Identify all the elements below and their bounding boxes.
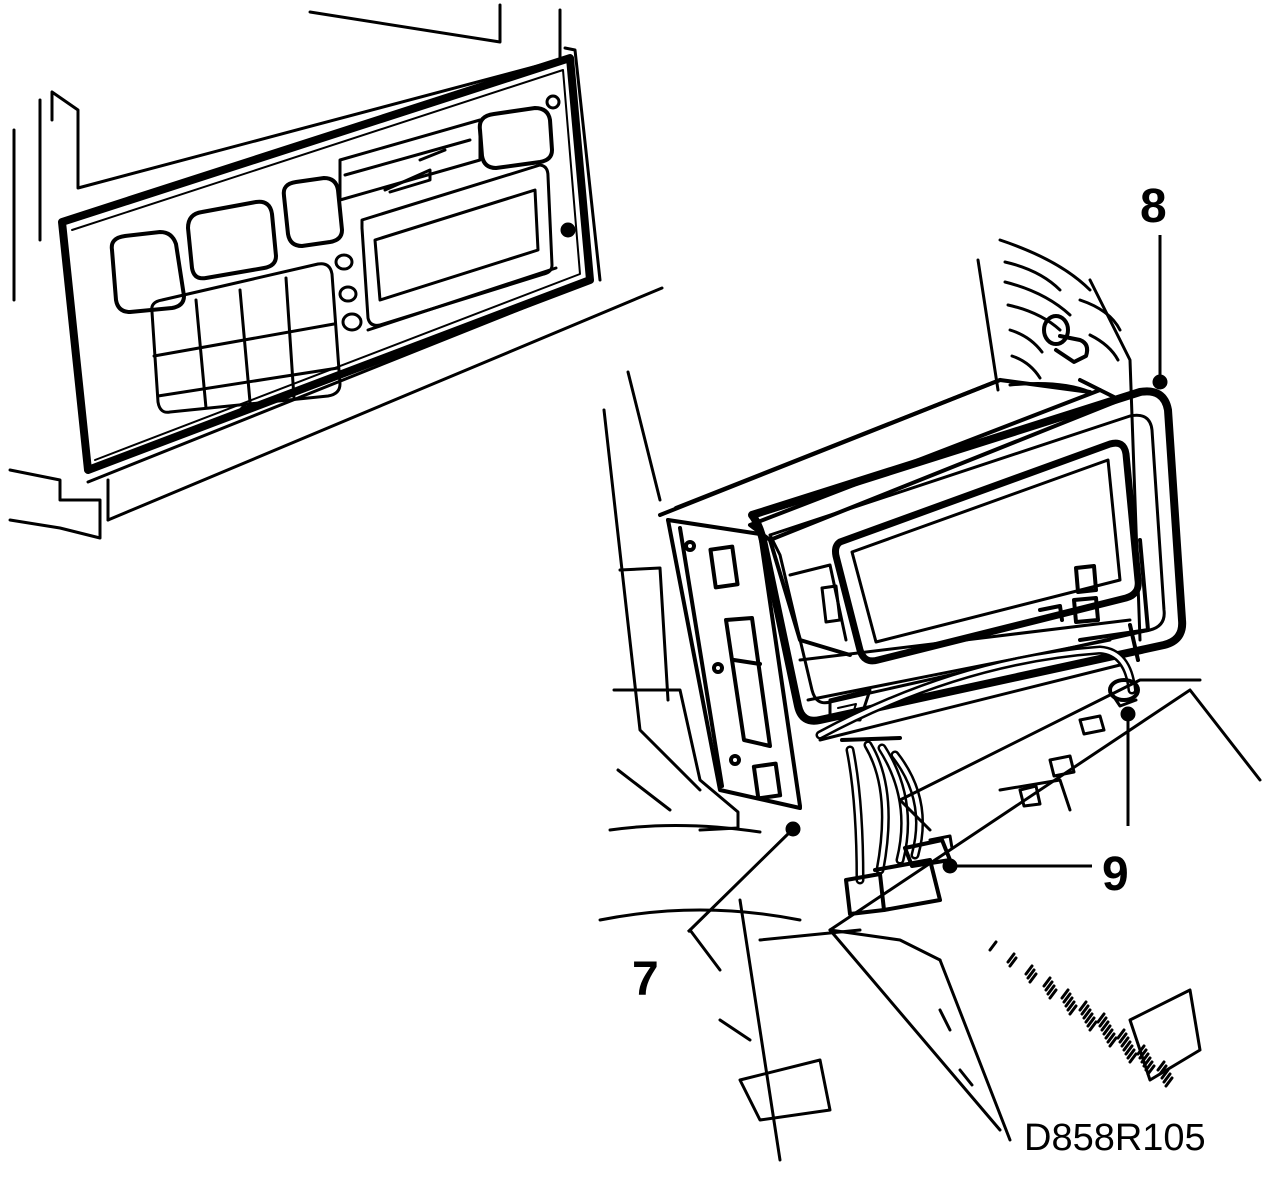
vent-slot — [1108, 1036, 1118, 1048]
vent-slot — [1028, 972, 1038, 984]
vent-slot — [1100, 1020, 1110, 1032]
antenna-lead — [815, 645, 1140, 740]
drawing-reference-code: D858R105 — [1024, 1117, 1206, 1159]
removal-view — [598, 238, 1262, 1162]
vent-slot — [1164, 1076, 1174, 1088]
vent-slot — [1106, 1032, 1116, 1044]
leader-dot-9-upper — [1120, 706, 1136, 722]
vent-slot — [1138, 1048, 1148, 1060]
vent-slot — [1102, 1024, 1112, 1036]
vent-slot — [1162, 1072, 1172, 1084]
leader-dot-7 — [785, 821, 801, 837]
mounting-cage — [658, 378, 1150, 810]
vent-slot — [1024, 964, 1034, 976]
vent-slot — [1006, 952, 1016, 964]
vent-slot — [1136, 1044, 1146, 1056]
vent-slot — [1158, 1064, 1168, 1076]
vent-slot — [1096, 1012, 1106, 1024]
radio-front-bezel — [748, 387, 1187, 725]
vent-slot — [1120, 1036, 1130, 1048]
vent-slot — [1122, 1040, 1132, 1052]
vent-slot — [1078, 1000, 1088, 1012]
indicator-lights — [334, 253, 363, 332]
floor-unit-vents — [988, 940, 1174, 1088]
vent-slot — [1128, 1052, 1138, 1064]
callout-label-8: 8 — [1140, 180, 1167, 233]
vent-slot — [1082, 1008, 1092, 1020]
vent-slot — [1126, 1048, 1136, 1060]
floor-unit — [828, 678, 1262, 1142]
vent-slot — [1064, 996, 1074, 1008]
vent-slot — [1080, 1004, 1090, 1016]
radio-faceplate-frame — [58, 54, 594, 474]
vent-slot — [1146, 1064, 1156, 1076]
vent-slot — [1098, 1016, 1108, 1028]
frame-screw — [545, 94, 561, 110]
leader-dot-9-lower — [942, 858, 958, 874]
vent-slot — [1142, 1056, 1152, 1068]
vent-slot — [1086, 1016, 1096, 1028]
vent-slot — [1026, 968, 1036, 980]
housing-knob — [1042, 314, 1090, 364]
installed-radio-view — [8, 3, 664, 540]
harness-connector-right — [873, 858, 942, 912]
vent-slot — [1042, 976, 1052, 988]
vent-slot — [1140, 1052, 1150, 1064]
vent-slot — [1060, 988, 1070, 1000]
leader-line-7 — [686, 828, 794, 934]
radio-display — [360, 163, 558, 332]
vent-slot — [1116, 1028, 1126, 1040]
vent-slot — [988, 940, 998, 952]
vent-slot — [1008, 956, 1018, 968]
vent-slot — [1048, 988, 1058, 1000]
callout-label-7: 7 — [632, 953, 659, 1006]
console-wall — [598, 370, 862, 1162]
radio-unit — [748, 378, 1187, 742]
vent-slot — [1144, 1060, 1154, 1072]
vent-slot — [1118, 1032, 1128, 1044]
vent-slot — [1066, 1000, 1076, 1012]
vent-slot — [1044, 980, 1054, 992]
wiring-harness — [840, 736, 954, 916]
vent-slot — [1062, 992, 1072, 1004]
vent-slot — [1156, 1060, 1166, 1072]
callout-label-9: 9 — [1102, 848, 1129, 901]
vent-slot — [1084, 1012, 1094, 1024]
callouts — [686, 235, 1168, 934]
keypad-grid — [150, 262, 342, 414]
leader-dot-8 — [1152, 374, 1168, 390]
vent-slot — [1046, 984, 1056, 996]
vent-slot — [1160, 1068, 1170, 1080]
vent-slot — [1068, 1004, 1078, 1016]
vent-slot — [1088, 1020, 1098, 1032]
radio-display-panel — [832, 439, 1142, 665]
vent-slot — [1104, 1028, 1114, 1040]
frame-clip — [560, 222, 576, 238]
vent-slot — [1124, 1044, 1134, 1056]
